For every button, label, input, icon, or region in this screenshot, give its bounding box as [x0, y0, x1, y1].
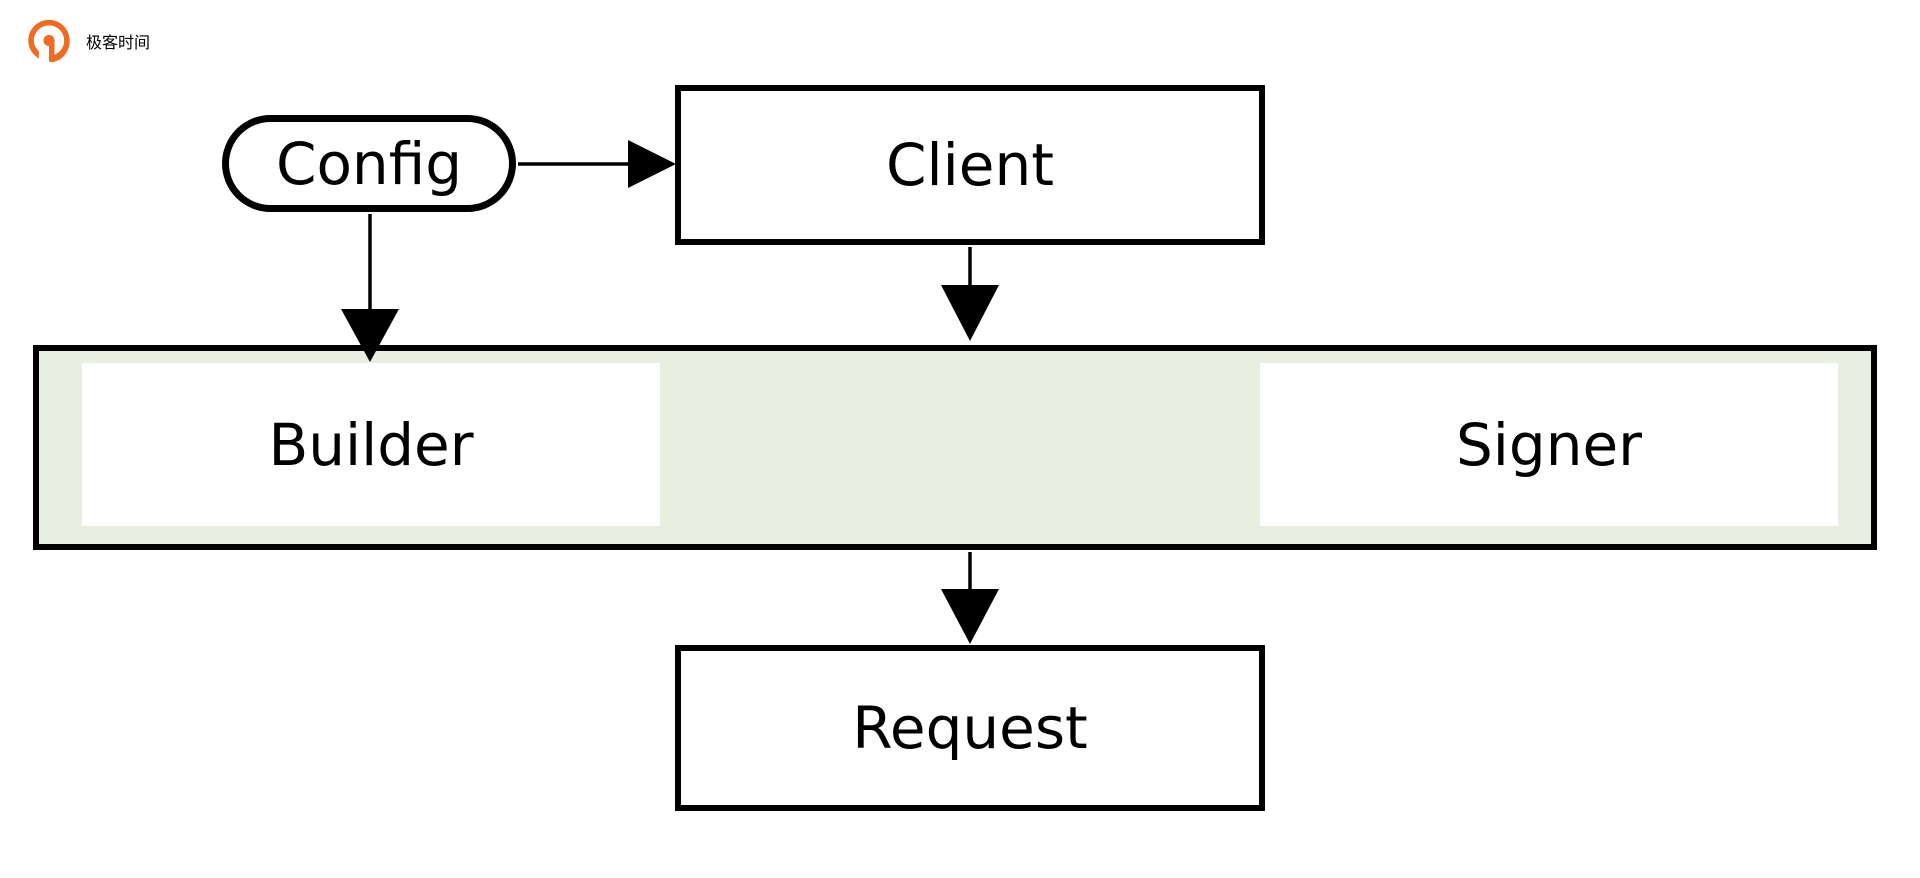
edge-config-to-builder: [341, 214, 399, 362]
node-signer-label: Signer: [1455, 410, 1643, 479]
node-signer[interactable]: Signer: [1260, 363, 1838, 526]
edge-client-to-group: [941, 247, 999, 341]
node-builder[interactable]: Builder: [82, 363, 660, 526]
node-client-label: Client: [886, 131, 1054, 199]
node-request[interactable]: Request: [675, 645, 1265, 811]
node-builder-label: Builder: [268, 410, 474, 479]
edge-group-to-request: [941, 552, 999, 644]
brand-name: 极客时间: [86, 33, 151, 52]
node-config[interactable]: Config: [222, 115, 516, 212]
geektime-logo-icon: [28, 19, 70, 63]
edge-config-to-client: [518, 140, 676, 188]
node-client[interactable]: Client: [675, 85, 1265, 245]
node-request-label: Request: [852, 694, 1088, 762]
node-config-label: Config: [275, 129, 463, 198]
brand-logo: 极客时间: [26, 16, 150, 66]
